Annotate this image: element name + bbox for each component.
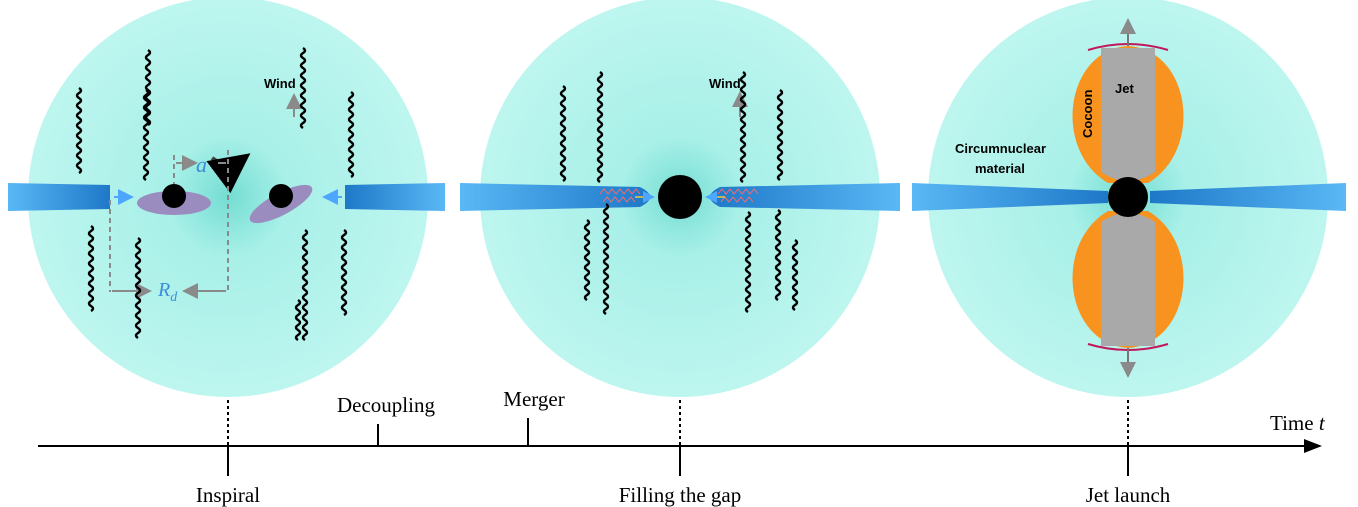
wave-line (144, 48, 152, 127)
disk-left-inspiral (8, 183, 110, 211)
wave-line (776, 88, 784, 182)
panel-inspiral: a Rd Wind (8, 0, 445, 397)
wave-line (583, 218, 591, 302)
wave-line (347, 90, 355, 179)
label-rd: Rd (157, 279, 178, 305)
stage-filling: Filling the gap (619, 483, 742, 507)
disk-left-filling (460, 183, 650, 211)
label-a: a (196, 152, 207, 177)
wave-line (744, 210, 752, 314)
wave-line (340, 228, 348, 317)
black-hole-left (162, 184, 186, 208)
wave-line (774, 208, 782, 302)
wave-line (559, 84, 567, 183)
event-decoupling: Decoupling (337, 393, 435, 417)
wave-line (301, 228, 309, 342)
wave-line (142, 88, 150, 182)
wave-line (739, 70, 747, 184)
time-axis-label: Time t (1270, 411, 1326, 435)
jet-lower (1101, 213, 1155, 346)
wind-label-filling: Wind (709, 76, 741, 91)
timeline: Decoupling Merger Inspiral Filling the g… (38, 387, 1326, 507)
panel-jet: Jet Cocoon Circumnuclear material (912, 0, 1346, 397)
black-hole-jet (1108, 177, 1148, 217)
disk-left-jet (912, 183, 1108, 211)
wind-label-inspiral: Wind (264, 76, 296, 91)
waves-inspiral (75, 46, 355, 342)
waves-filling (559, 70, 799, 316)
panel-filling: Wind (460, 0, 900, 397)
disk-right-filling (710, 183, 900, 211)
black-hole-merged (658, 175, 702, 219)
wave-line (87, 224, 95, 313)
label-cocoon: Cocoon (1080, 90, 1095, 138)
disk-right-jet (1150, 183, 1346, 211)
wave-line (791, 238, 799, 312)
wave-line (134, 236, 142, 340)
wave-line (299, 46, 307, 130)
wave-line (602, 202, 610, 316)
label-circumnuclear: Circumnuclear material (955, 141, 1050, 176)
thermal-zigzag-left (599, 188, 641, 203)
disk-right-inspiral (345, 183, 445, 211)
event-merger: Merger (503, 387, 564, 411)
wave-line (596, 70, 604, 184)
time-axis-arrowhead (1304, 439, 1322, 453)
stage-inspiral: Inspiral (196, 483, 260, 507)
jet-upper (1101, 48, 1155, 181)
stage-jet: Jet launch (1086, 483, 1171, 507)
wave-line (294, 298, 302, 342)
thermal-zigzag-right (717, 188, 759, 203)
black-hole-right (269, 184, 293, 208)
wave-line (75, 86, 83, 175)
label-jet: Jet (1115, 81, 1134, 96)
